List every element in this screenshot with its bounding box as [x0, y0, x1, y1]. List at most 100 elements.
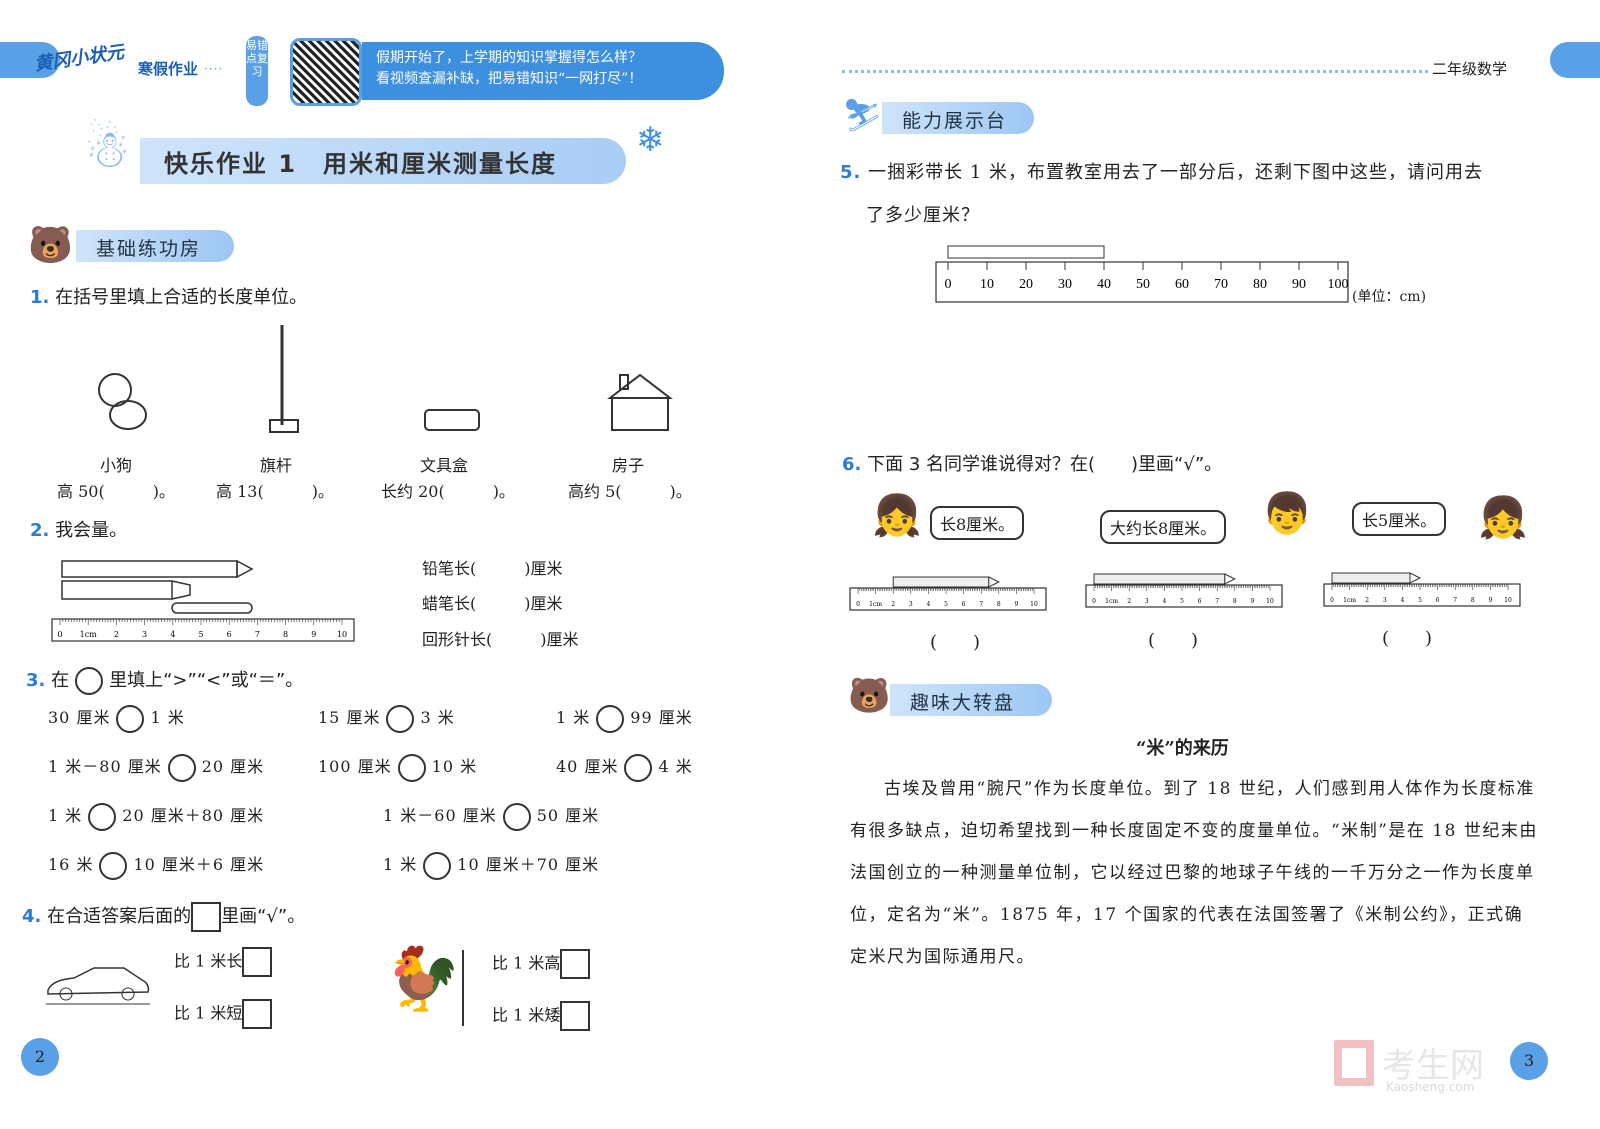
- q4-car-longer-box[interactable]: [242, 947, 273, 977]
- q3-answer-circle[interactable]: [502, 802, 531, 831]
- q3-right-expr: 10 米: [431, 757, 478, 776]
- ruler-label: 90: [1292, 277, 1306, 292]
- q3-left-expr: 40 厘米: [556, 757, 619, 776]
- ruler-label: 10: [1266, 598, 1274, 605]
- girl-student-2-icon: 👧: [1478, 495, 1528, 541]
- series-label: 寒假作业: [138, 60, 199, 78]
- q3-left-expr: 30 厘米: [48, 708, 111, 727]
- q6-answer-1[interactable]: ( ): [930, 632, 981, 653]
- paperclip-drawing: [171, 602, 253, 614]
- story-title: “米”的来历: [1136, 738, 1229, 759]
- ruler-label: 7: [1215, 598, 1219, 605]
- q3-answer-circle[interactable]: [624, 753, 653, 782]
- watermark-sub: Kaosheng.com: [1386, 1080, 1475, 1094]
- q2-text: 我会量。: [55, 520, 128, 541]
- pencil: [892, 576, 990, 588]
- grade-label: 二年级数学: [1432, 60, 1508, 78]
- q5-line2: 了多少厘米？: [866, 205, 980, 226]
- q4-rooster-taller-box[interactable]: [560, 949, 591, 979]
- boy-student-icon: 👦: [1262, 491, 1312, 537]
- ruler-label: 40: [1097, 277, 1111, 292]
- ruler-label: 7: [979, 601, 983, 608]
- q6-number: 6.: [842, 454, 862, 475]
- q6-answer-3[interactable]: ( ): [1382, 628, 1433, 649]
- section-ability: 能力展示台: [882, 102, 1034, 134]
- q4-rooster-shorter: 比 1 米矮: [492, 1001, 591, 1031]
- promo-banner: 假期开始了，上学期的知识掌握得怎么样？看视频查漏补缺，把易错知识“一网打尽”！: [362, 42, 724, 100]
- header-dotted-line: [842, 70, 1428, 73]
- q2-crayon-blank[interactable]: 蜡笔长( )厘米: [422, 594, 563, 613]
- q3-answer-circle[interactable]: [423, 851, 452, 880]
- rooster-icon: 🐓: [384, 942, 462, 1015]
- qr-code[interactable]: [290, 38, 362, 106]
- q6-text: 下面 3 名同学谁说得对？在( )里画“√”。: [867, 454, 1223, 475]
- q3-right-expr: 20 厘米: [201, 757, 265, 776]
- q3-comparison: 1 米 10 厘米＋70 厘米: [383, 851, 599, 880]
- q3-right-expr: 1 米: [150, 708, 185, 727]
- ruler-label: 5: [198, 630, 203, 639]
- ruler-label: 10: [1504, 597, 1512, 604]
- story-paragraph: 古埃及曾用“腕尺”作为长度单位。到了 18 世纪，人们感到用人体作为长度标准有很…: [850, 779, 1538, 967]
- ruler-label: 3: [142, 630, 147, 639]
- ruler-label: 3: [909, 601, 913, 608]
- ruler-label: 70: [1214, 277, 1228, 292]
- q4-car-shorter-box[interactable]: [242, 999, 273, 1029]
- review-tag: 易错点复习: [246, 36, 268, 106]
- q3-answer-circle[interactable]: [99, 851, 128, 880]
- pencil-drawing: [61, 559, 254, 579]
- q4-car-shorter: 比 1 米短: [174, 999, 273, 1029]
- height-arrow: [462, 950, 464, 1026]
- q3-answer-circle[interactable]: [386, 704, 415, 733]
- q3-answer-circle[interactable]: [167, 753, 196, 782]
- crayon-drawing: [61, 580, 191, 600]
- ruler-label: 60: [1175, 277, 1189, 292]
- q3-answer-circle[interactable]: [397, 753, 426, 782]
- q3-right-expr: 10 厘米＋6 厘米: [133, 855, 265, 874]
- header-band-left: [0, 42, 60, 78]
- ruler-label: 2: [891, 601, 895, 608]
- dots-divider: ····: [204, 62, 224, 76]
- q3-left-expr: 1 米: [48, 806, 83, 825]
- q3-answer-circle[interactable]: [596, 704, 625, 733]
- ruler-label: 6: [227, 630, 232, 639]
- ruler-label: 5: [1418, 597, 1422, 604]
- q1-blank-flagpole[interactable]: 高 13( )。: [216, 482, 334, 501]
- q2-number: 2.: [30, 520, 50, 541]
- q6-prompt: 6. 下面 3 名同学谁说得对？在( )里画“√”。: [842, 450, 1222, 476]
- q3-right-expr: 99 厘米: [630, 708, 693, 727]
- q1-number: 1.: [30, 287, 50, 308]
- ruler-label: 8: [1233, 598, 1237, 605]
- q3-prompt: 3. 在里填上“>”“<”或“＝”。: [26, 666, 303, 695]
- q2-pencil-blank[interactable]: 铅笔长( )厘米: [422, 559, 563, 578]
- ruler-label: 1cm: [1343, 597, 1356, 604]
- ruler-label: 1cm: [80, 630, 98, 639]
- ruler-label: 6: [962, 601, 966, 608]
- q3-answer-circle[interactable]: [88, 802, 117, 831]
- ruler-label: 10: [337, 630, 347, 639]
- ruler-label: 9: [311, 630, 316, 639]
- q4-rooster-taller: 比 1 米高: [492, 949, 591, 979]
- q1-blank-pencilcase[interactable]: 长约 20( )。: [381, 482, 515, 501]
- q1-blank-dog[interactable]: 高 50( )。: [57, 482, 175, 501]
- q1-blank-house[interactable]: 高约 5( )。: [568, 482, 692, 501]
- q4-rooster-shorter-box[interactable]: [560, 1001, 591, 1031]
- q3-right-expr: 10 厘米＋70 厘米: [457, 855, 600, 874]
- pencil-tip: [1409, 572, 1422, 584]
- bear-mascot-2-icon: 🐻: [848, 676, 891, 716]
- speech-bubble-3: 长5厘米。: [1352, 502, 1447, 536]
- q3-left-expr: 1 米: [383, 855, 418, 874]
- ruler-label: 3: [1145, 598, 1149, 605]
- ruler-label: 4: [1162, 598, 1166, 605]
- pencil-case-icon: [424, 409, 480, 431]
- q2-paperclip-blank[interactable]: 回形针长( )厘米: [422, 630, 579, 649]
- q1-label-flagpole: 旗杆: [260, 456, 293, 475]
- promo-line-2: 看视频查漏补缺，把易错知识“一网打尽”！: [376, 71, 643, 87]
- q6-answer-2[interactable]: ( ): [1148, 630, 1199, 651]
- ruler-label: 5: [1180, 598, 1184, 605]
- q3-answer-circle[interactable]: [116, 704, 145, 733]
- q4-car-shorter-label: 比 1 米短: [174, 1003, 243, 1023]
